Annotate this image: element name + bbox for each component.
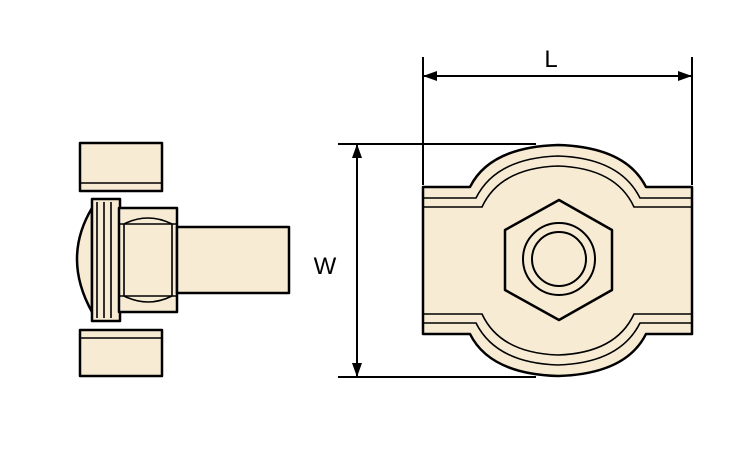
front-view-bolt-outer-circle (522, 222, 596, 296)
front-view (421, 143, 694, 378)
front-view-bolt-inner-circle (531, 231, 587, 287)
side-view-bottom-block (78, 328, 164, 378)
dimension-width: W (314, 143, 536, 378)
length-label: L (544, 46, 557, 73)
side-view-hex-nut (117, 206, 179, 314)
side-view-rounded-back (75, 206, 94, 314)
side-view (75, 141, 291, 378)
front-view-hex-nut (503, 198, 614, 322)
dimension-length: L (422, 46, 693, 185)
width-label: W (314, 253, 337, 280)
side-view-bolt-shaft (175, 225, 291, 295)
